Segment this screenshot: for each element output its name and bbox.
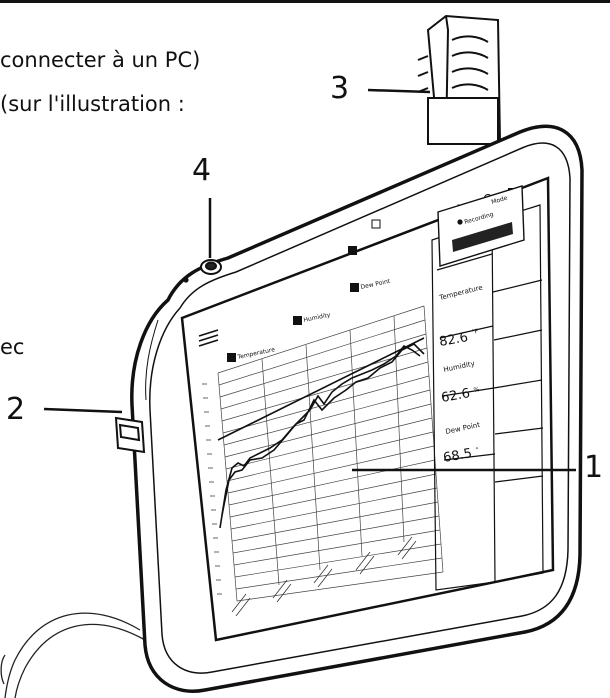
reading-temperature-value: 82.6 [438, 330, 469, 350]
power-button [183, 259, 222, 283]
top-border-line [0, 0, 610, 3]
callout-label-1: 1 [584, 450, 604, 485]
reading-temperature-unit: °F [471, 328, 479, 336]
probe-sensor [417, 14, 502, 145]
callout-line-3 [367, 88, 431, 94]
device-screen: Temperature Humidity Dew Point [180, 176, 555, 642]
x-axis-ticks [231, 536, 417, 617]
usb-port [114, 416, 146, 454]
reading-dew-point-unit: ° [475, 447, 479, 454]
callout-label-4: 4 [192, 153, 212, 188]
document-text-line-2: (sur l'illustration : [0, 92, 185, 116]
callout-lines [43, 88, 576, 472]
callout-line-2 [43, 407, 123, 414]
chart-lines [217, 337, 425, 529]
usb-cable [0, 612, 146, 698]
mode-label: Mode [491, 195, 509, 206]
reading-humidity-value: 62.6 [440, 386, 471, 406]
y-axis-ticks [202, 383, 222, 595]
callout-label-2: 2 [6, 392, 26, 427]
callout-label-3: 3 [330, 71, 350, 106]
document-text-line-1: connecter à un PC) [0, 48, 201, 72]
document-text-line-3: ec [0, 335, 25, 359]
reading-humidity-unit: % [473, 386, 480, 394]
reading-dew-point-value: 68.5 [442, 446, 473, 466]
mode-box: Mode Recording [437, 185, 525, 267]
